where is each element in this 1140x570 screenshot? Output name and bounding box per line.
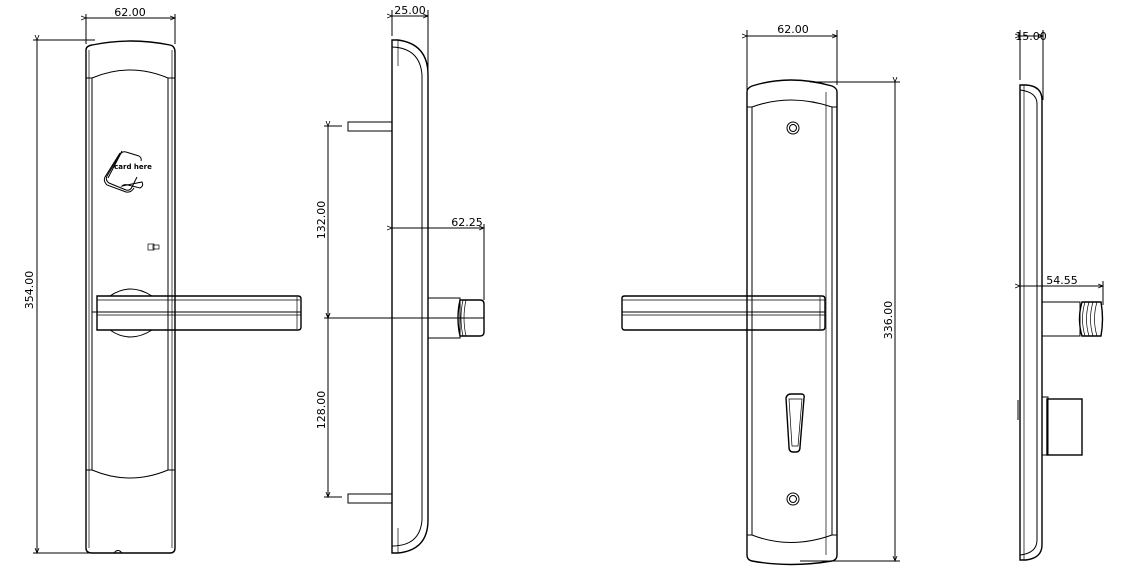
screw-hole-top	[786, 121, 800, 135]
mounting-rod-bottom	[347, 493, 393, 504]
handle-end-profile	[1078, 301, 1104, 337]
handle-projection-dimension: 62.25	[451, 216, 483, 229]
escutcheon-plate	[85, 40, 176, 554]
depth-dimension: 25.00	[394, 4, 426, 17]
width-dimension: 62.00	[114, 6, 146, 19]
lower-spacing-dimension: 128.00	[315, 391, 328, 430]
side-plate	[1019, 84, 1043, 561]
handle-projection-dimension: 54.55	[1046, 274, 1078, 287]
back-plate	[746, 79, 838, 566]
keyhole-icon	[785, 393, 805, 453]
depth-dimension: 15.00	[1015, 30, 1047, 43]
side-view-card-side: 25.00 132.00 128.00 62.25	[315, 4, 485, 554]
front-view-card-side: 62.00 354.00 card here	[23, 6, 302, 554]
width-dimension: 62.00	[777, 23, 809, 36]
lever-handle	[621, 295, 826, 331]
mounting-rod-top	[347, 121, 393, 132]
handle-end-profile	[457, 299, 485, 337]
screw-hole-bottom	[786, 492, 800, 506]
key-card-indicator-icon	[147, 243, 160, 251]
height-dimension: 336.00	[882, 301, 895, 340]
rfid-card-icon: card here	[103, 150, 152, 193]
upper-spacing-dimension: 132.00	[315, 201, 328, 240]
height-dimension: 354.00	[23, 271, 36, 310]
side-view-back-side: 15.00 54.55	[1015, 30, 1104, 561]
mortise-box	[1046, 398, 1083, 456]
card-here-label: card here	[114, 163, 152, 171]
lever-handle	[96, 295, 302, 331]
handle-rose	[109, 288, 153, 297]
side-plate	[391, 39, 429, 554]
front-view-back-side: 62.00 336.00	[621, 23, 900, 566]
